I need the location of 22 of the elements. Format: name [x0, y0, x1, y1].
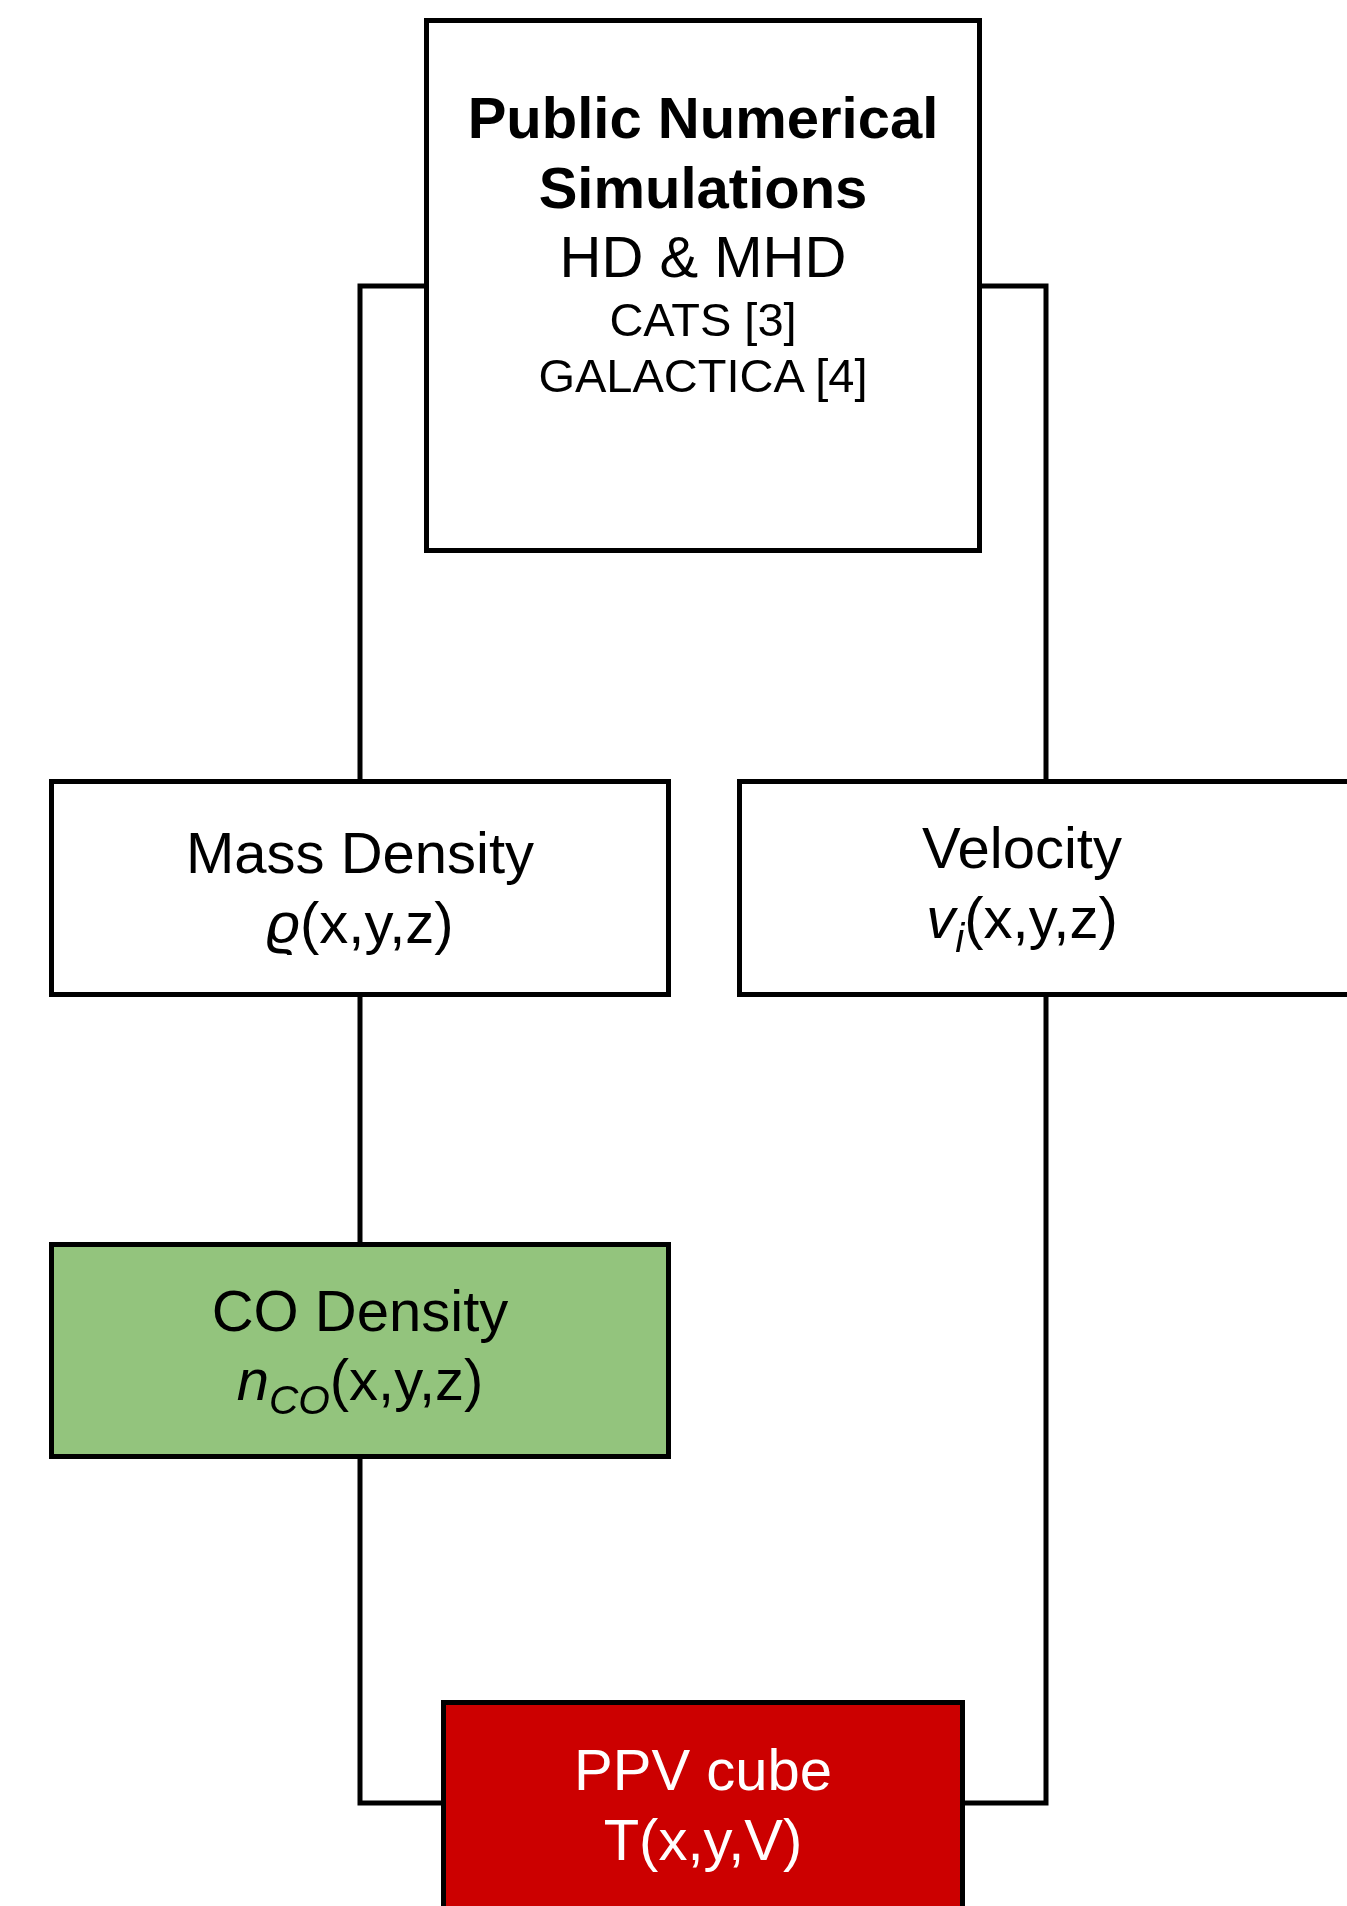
reference-text: GALACTICA [4] [538, 348, 868, 405]
process-box [49, 779, 671, 997]
node-subtitle: HD & MHD [559, 223, 847, 292]
formula-text: v$_{i}$(x,y,z) [926, 883, 1118, 963]
connector-line [357, 1459, 441, 1806]
process-box [424, 18, 982, 553]
process-box [49, 1242, 671, 1459]
reference-text: CATS [3] [609, 291, 797, 348]
node-title: PPV cube [574, 1736, 832, 1804]
connector-line [357, 283, 424, 779]
formula-text: n$_{CO}$(x,y,z) [236, 1346, 484, 1426]
node-title: CO Density [211, 1276, 509, 1345]
formula-text: ϱ(x,y,z) [266, 889, 454, 957]
connector-line [357, 997, 363, 1242]
node-title: Public Numerical Simulations [466, 84, 940, 222]
node-title: Mass Density [185, 819, 535, 888]
process-box [737, 779, 1347, 997]
connector-line [982, 283, 1049, 779]
process-box [441, 1700, 965, 1906]
connector-line [965, 997, 1049, 1806]
node-title: Velocity [922, 814, 1122, 883]
formula-text: T(x,y,V) [603, 1805, 803, 1874]
